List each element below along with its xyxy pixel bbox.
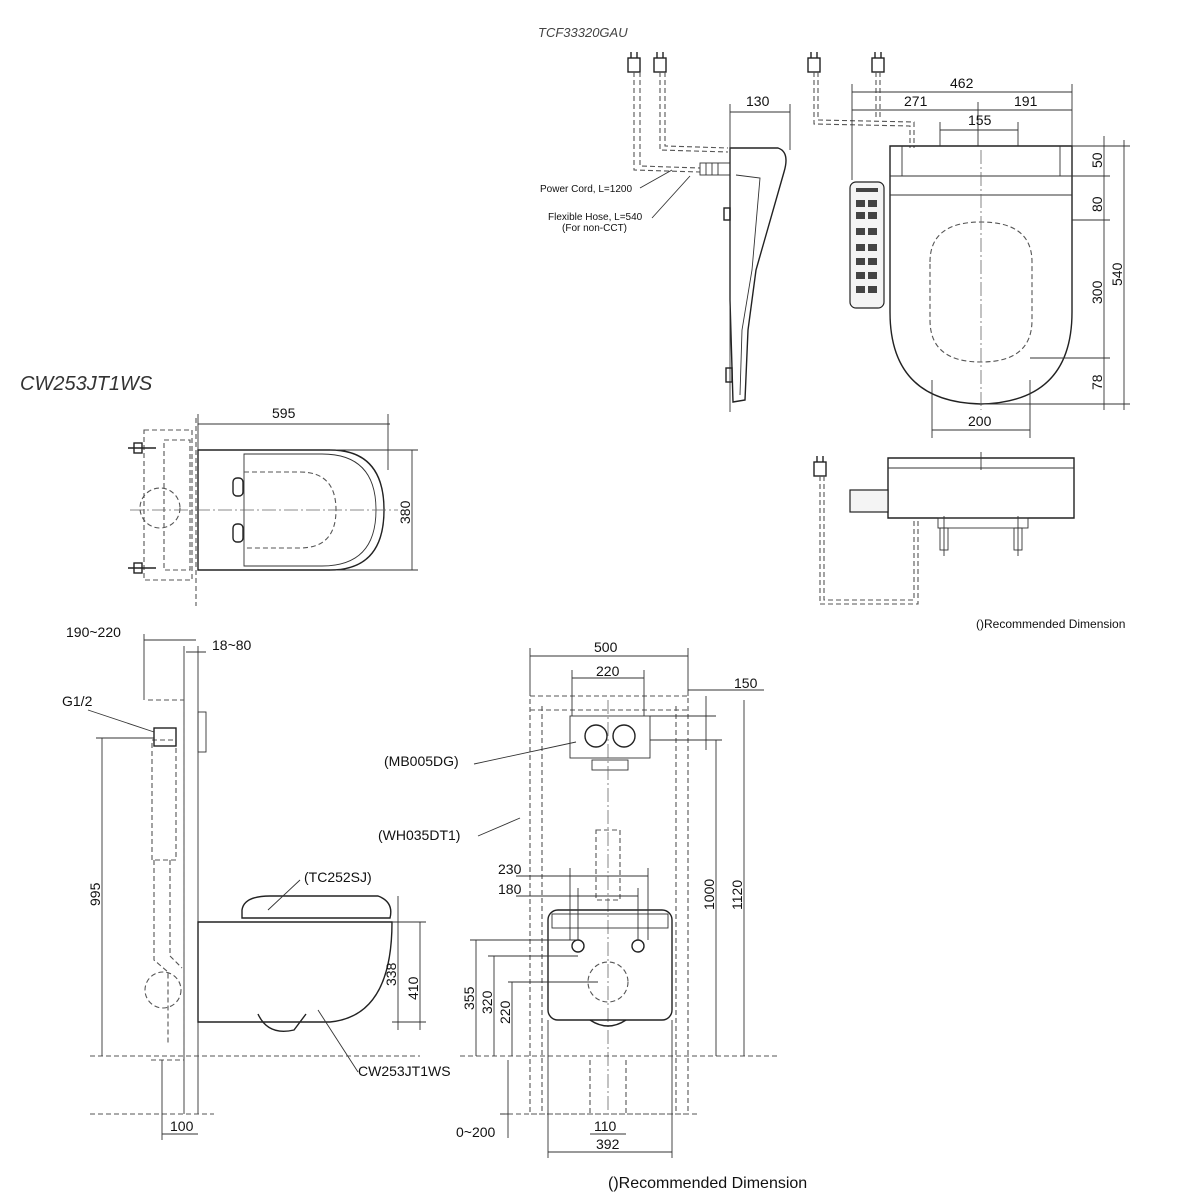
dim-355: 355: [461, 986, 477, 1010]
dim-220-top: 220: [596, 663, 620, 679]
dim-230: 230: [498, 861, 522, 877]
dim-155: 155: [968, 112, 992, 128]
bowl-side-profile: [197, 921, 393, 1023]
dim-18-80: 18~80: [212, 637, 252, 653]
dim-110: 110: [594, 1118, 617, 1134]
frame-outline: [529, 695, 689, 1115]
wh035dt1-label: (WH035DT1): [378, 827, 460, 843]
seat-front-view: [813, 452, 1075, 605]
front-view: 500 220 150 1000 1120 230 180 355 320 22…: [378, 639, 780, 1158]
dim-392: 392: [596, 1136, 620, 1152]
seat-side-profile: [241, 895, 392, 919]
dim-200-seat: 200: [968, 413, 992, 429]
dim-78: 78: [1089, 374, 1105, 390]
flexible-hose-label: Flexible Hose, L=540: [548, 212, 643, 223]
plug-icon: [807, 52, 885, 73]
toilet-top-view: 595 380: [128, 405, 418, 606]
dim-190-220: 190~220: [66, 624, 121, 640]
plug-icon: [627, 52, 667, 73]
flush-plate: [569, 715, 651, 759]
plug-icon: [813, 456, 827, 477]
dim-100: 100: [170, 1118, 194, 1134]
anchor-bolt-icon: [128, 442, 156, 574]
recommended-note-upper: ()Recommended Dimension: [976, 617, 1125, 631]
dim-50: 50: [1089, 152, 1105, 168]
dim-220-lower: 220: [497, 1000, 513, 1024]
dim-180: 180: [498, 881, 522, 897]
dim-80: 80: [1089, 196, 1105, 212]
power-cord-label: Power Cord, L=1200: [540, 184, 632, 195]
dim-320: 320: [479, 990, 495, 1014]
dim-995: 995: [87, 882, 103, 906]
dim-380: 380: [397, 500, 413, 524]
dim-1120: 1120: [729, 880, 745, 910]
dim-540: 540: [1109, 262, 1125, 286]
dim-0-200: 0~200: [456, 1124, 496, 1140]
recommended-note-lower: ()Recommended Dimension: [608, 1175, 807, 1192]
dim-410: 410: [405, 976, 421, 1000]
mb005dg-label: (MB005DG): [384, 753, 459, 769]
bowl-front: [547, 909, 673, 1021]
side-section-view: 190~220 18~80 995 338 410 100 G1/2 (TC25…: [62, 624, 451, 1140]
dim-130: 130: [746, 93, 770, 109]
dim-271: 271: [904, 93, 928, 109]
dim-1000: 1000: [701, 879, 717, 910]
remote-panel: [849, 181, 885, 309]
dim-150: 150: [734, 675, 758, 691]
dim-500: 500: [594, 639, 618, 655]
flexible-hose-note: (For non-CCT): [562, 223, 627, 234]
dim-462: 462: [950, 75, 974, 91]
dim-338: 338: [383, 962, 399, 986]
dim-191: 191: [1014, 93, 1038, 109]
cw253jt1ws-label: CW253JT1WS: [358, 1063, 451, 1079]
seat-model-title: TCF33320GAU: [538, 25, 628, 40]
tc252sj-label: (TC252SJ): [304, 869, 372, 885]
dim-595: 595: [272, 405, 296, 421]
dim-300: 300: [1089, 280, 1105, 304]
seat-top-view: 462 271 191 155 200 50 80 300 540 78: [807, 52, 1130, 438]
g12-label: G1/2: [62, 693, 93, 709]
seat-side-view: 130 Power Cord, L=1200 Flexible Hose, L=…: [540, 52, 791, 412]
remote-buttons: [856, 188, 878, 293]
toilet-model-title: CW253JT1WS: [20, 373, 153, 395]
